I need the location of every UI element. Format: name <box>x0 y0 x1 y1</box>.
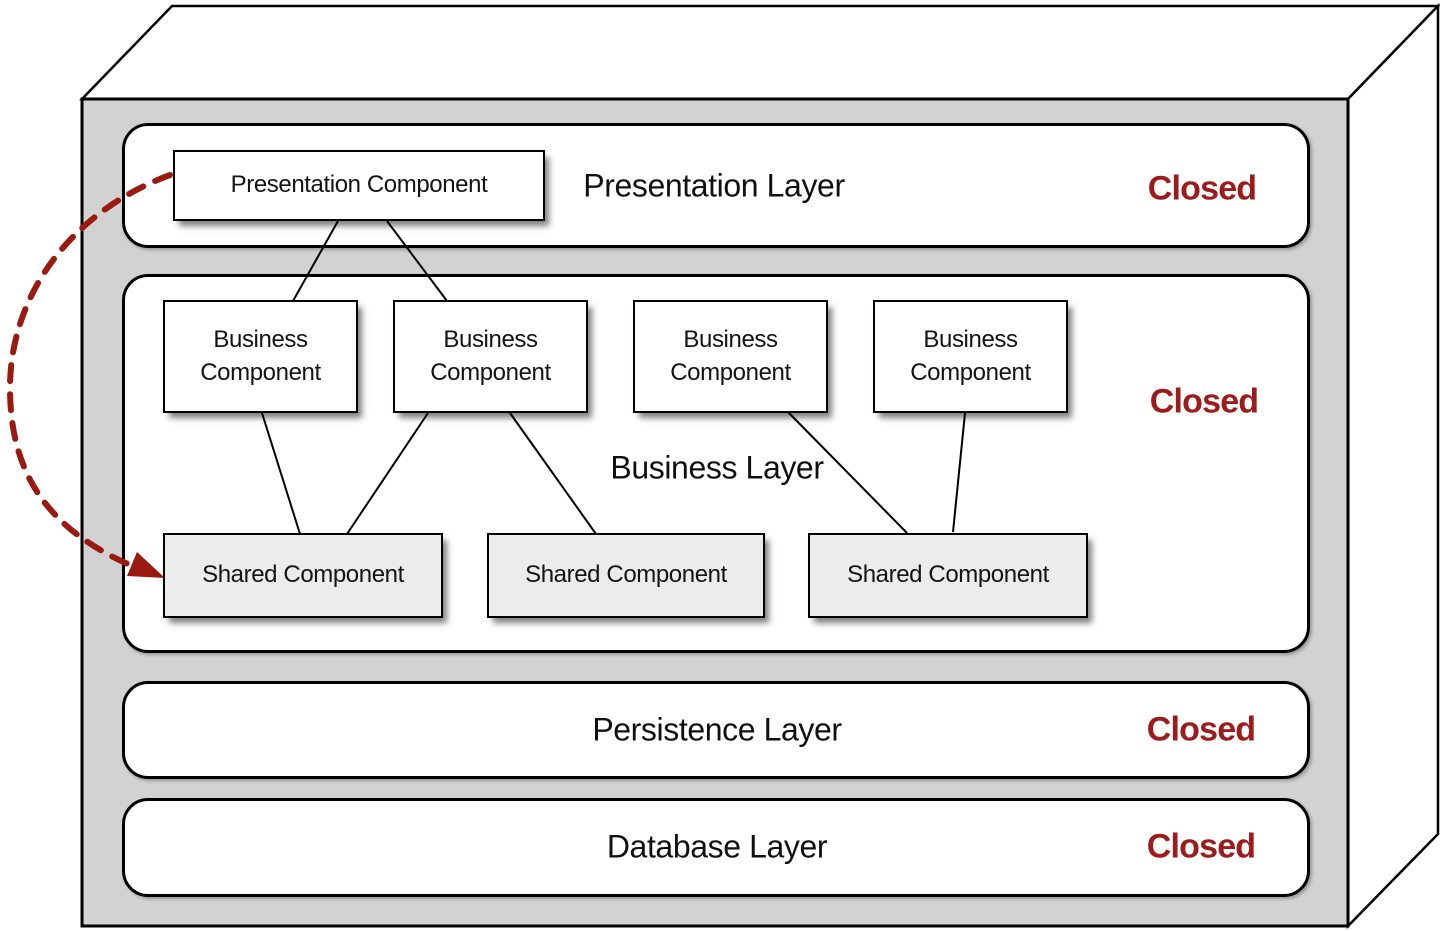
business-layer-title: Business Layer <box>610 449 824 486</box>
cube-top-face <box>79 4 1440 101</box>
business-component-label: Business Component <box>670 326 791 386</box>
shared-component-label: Shared Component <box>847 561 1049 589</box>
cube-right-face <box>1346 2 1440 930</box>
business-component-label: Business Component <box>910 326 1031 386</box>
business-component-box: Business Component <box>163 300 358 413</box>
database-layer-status: Closed <box>1146 827 1256 866</box>
presentation-component-box: Presentation Component <box>173 150 545 221</box>
persistence-layer-status: Closed <box>1146 710 1256 749</box>
database-layer-title: Database Layer <box>606 828 828 865</box>
business-component-label: Business Component <box>430 326 551 386</box>
business-component-box: Business Component <box>393 300 588 413</box>
business-component-label: Business Component <box>200 326 321 386</box>
business-component-box: Business Component <box>633 300 828 413</box>
business-component-box: Business Component <box>873 300 1068 413</box>
shared-component-box: Shared Component <box>163 533 443 618</box>
shared-component-box: Shared Component <box>487 533 765 618</box>
presentation-layer-status: Closed <box>1147 169 1257 208</box>
business-layer-status: Closed <box>1149 382 1259 421</box>
presentation-component-label: Presentation Component <box>230 171 488 199</box>
presentation-layer-title: Presentation Layer <box>583 167 845 204</box>
persistence-layer-title: Persistence Layer <box>592 711 842 748</box>
shared-component-label: Shared Component <box>202 561 404 589</box>
shared-component-box: Shared Component <box>808 533 1088 618</box>
shared-component-label: Shared Component <box>525 561 727 589</box>
